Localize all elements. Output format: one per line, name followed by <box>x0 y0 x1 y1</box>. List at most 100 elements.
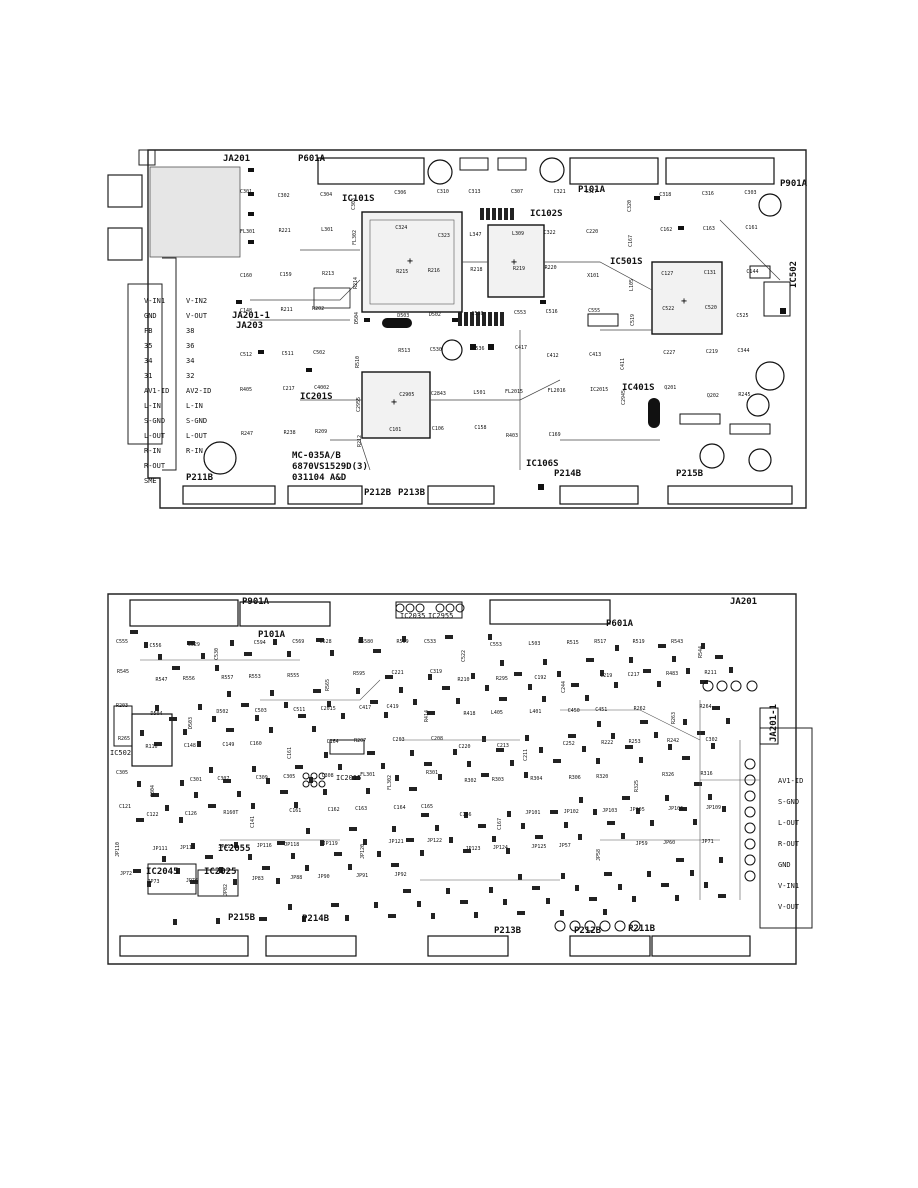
smd-pad <box>273 639 277 645</box>
smd-pad <box>176 868 180 874</box>
smd-pad <box>625 745 633 749</box>
component-ref: C320 <box>626 199 633 212</box>
component-ref: R221 <box>278 228 291 234</box>
smd-pad <box>370 700 378 704</box>
smd-pad <box>712 706 720 710</box>
component-ref: R557 <box>221 674 234 681</box>
smd-pad <box>169 717 177 721</box>
smd-pad <box>722 806 726 812</box>
component-ref: R263 <box>671 711 678 724</box>
smd-pad <box>528 684 532 690</box>
top-p215b-label: P215B <box>676 469 704 479</box>
component-ref: C555 <box>588 308 601 314</box>
component-ref: C520 <box>704 305 717 311</box>
bot-p601a-label: P601A <box>606 619 634 629</box>
smd-pad <box>693 819 697 825</box>
component-ref: R544 <box>697 645 704 658</box>
component-ref: JP90 <box>317 874 330 881</box>
component-ref: R160T <box>223 809 239 816</box>
smd-pad <box>597 721 601 727</box>
av-pin: L-OUT <box>144 432 166 440</box>
component-ref: R517 <box>594 639 607 645</box>
bot-ic2955-label: IC2955 <box>428 612 454 620</box>
smd-pad <box>187 641 195 645</box>
smd-pad <box>420 850 424 856</box>
component-ref: C244 <box>560 680 567 693</box>
smd-pad <box>244 652 252 656</box>
component-ref: C159 <box>279 272 292 278</box>
bot-p214b-connector <box>265 935 357 957</box>
p213b-connector <box>427 485 495 505</box>
smd-pad <box>216 918 220 924</box>
smd-pad <box>374 902 378 908</box>
smd-pad <box>198 704 202 710</box>
av-pin: 35 <box>144 342 153 350</box>
smd-pad <box>665 795 669 801</box>
smd-pad <box>596 758 600 764</box>
smd-pad <box>287 651 291 657</box>
smd-pad <box>564 822 568 828</box>
component-ref: R414 <box>424 709 430 722</box>
bot-ja201-1-label: JA201-1 <box>769 704 779 742</box>
scart-outline <box>127 283 163 445</box>
av-pin: 31 <box>144 372 153 380</box>
smd-pad <box>431 913 435 919</box>
smd-pad <box>348 864 352 870</box>
av-pin: V-IN2 <box>186 297 208 305</box>
component-ref: C316 <box>701 191 714 197</box>
smd-pad <box>172 666 180 670</box>
component-ref: C555 <box>116 639 129 645</box>
component-ref: JP122 <box>427 837 443 844</box>
smd-pad <box>690 870 694 876</box>
smd-pad <box>302 916 306 922</box>
component-ref: C121 <box>119 803 132 810</box>
smd-pad <box>632 896 636 902</box>
component-ref: C594 <box>253 640 266 646</box>
bottom-board-outline <box>107 593 797 965</box>
component-ref: C161 <box>287 747 294 760</box>
smd-pad <box>327 701 331 707</box>
smd-pad <box>661 883 669 887</box>
component-ref: JP91 <box>356 873 369 880</box>
component-ref: R510 <box>354 355 361 368</box>
bot-p215b-label: P215B <box>228 913 256 923</box>
component-ref: JP101 <box>525 809 541 816</box>
component-ref: JP57 <box>558 842 571 849</box>
smd-pad <box>582 746 586 752</box>
bot-p601a-connector <box>489 599 611 625</box>
component-ref: R295 <box>495 675 508 682</box>
bot-ic2035-label: IC2035 <box>400 612 426 620</box>
component-ref: JP124 <box>492 844 508 851</box>
component-ref: C203 <box>392 737 405 744</box>
component-ref: C530 <box>214 647 221 660</box>
component-ref: R211 <box>280 307 293 313</box>
smd-pad <box>708 794 712 800</box>
component-ref: C149 <box>222 742 235 749</box>
smd-pad <box>381 763 385 769</box>
smd-pad <box>650 820 654 826</box>
top-ic101s-label: IC101S <box>342 194 375 204</box>
component-ref: R543 <box>671 639 684 645</box>
smd-pad <box>230 640 234 646</box>
top-p101a-label: P101A <box>578 185 606 195</box>
smd-pad <box>701 643 705 649</box>
component-ref: D504 <box>353 311 360 324</box>
component-ref: JP119 <box>322 840 338 847</box>
smd-pad <box>517 911 525 915</box>
smd-pad <box>385 675 393 679</box>
component-ref: C412 <box>546 353 559 359</box>
component-ref: JP105 <box>629 806 645 813</box>
smd-pad <box>600 670 604 676</box>
component-ref: R320 <box>596 774 609 780</box>
smd-pad <box>621 833 625 839</box>
ic101s-chip: + <box>361 211 463 313</box>
component-ref: C529 <box>187 642 200 648</box>
smd-pad <box>593 809 597 815</box>
component-ref: C516 <box>545 309 558 315</box>
bottom-pcb-board <box>107 593 813 965</box>
smd-pad <box>291 853 295 859</box>
component-ref: R262 <box>633 705 646 712</box>
component-ref: C227 <box>663 350 676 356</box>
component-ref: D503 <box>187 716 194 729</box>
